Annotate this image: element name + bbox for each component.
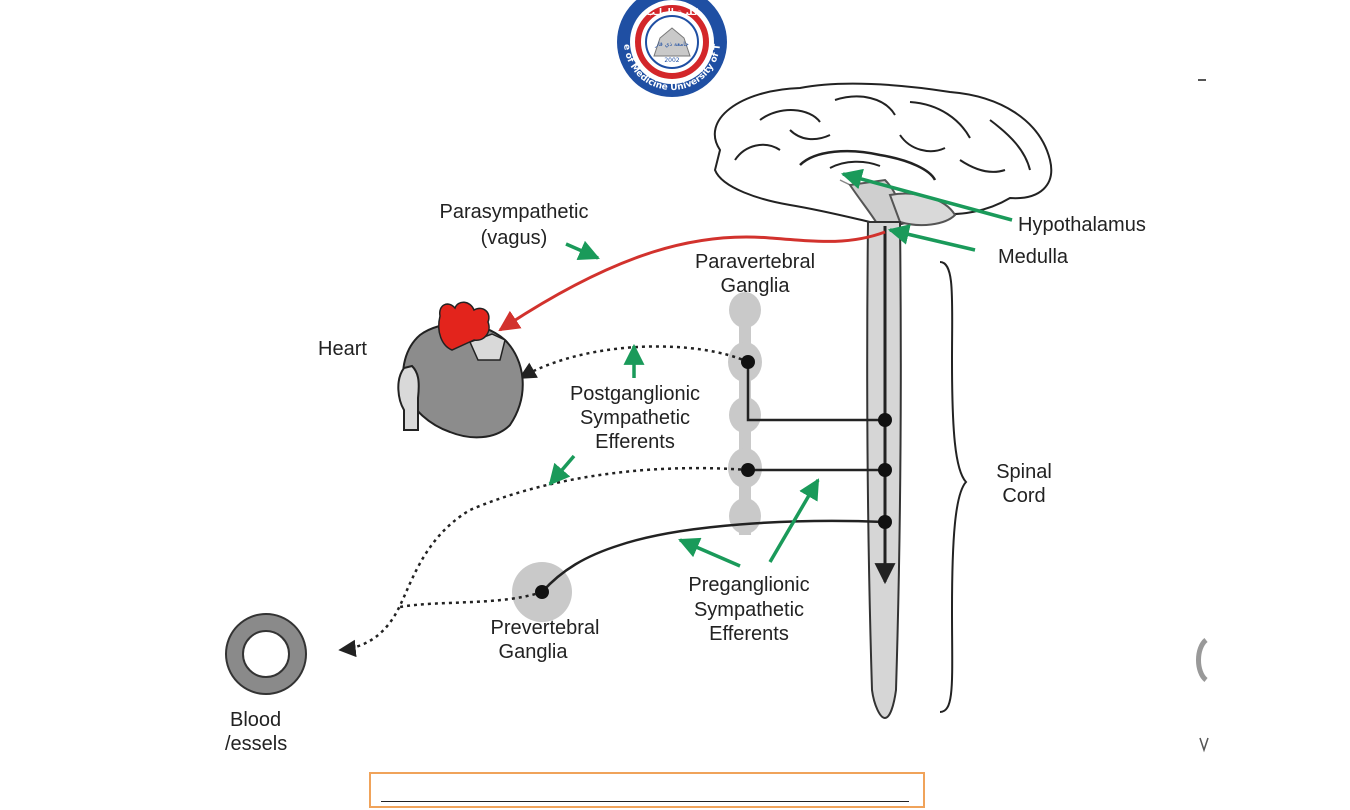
prevertebral-label-line2: Ganglia [499, 641, 569, 663]
spinal-cord-label-line2: Cord [1002, 485, 1045, 507]
preganglionic-upper-pointer-arrow [768, 478, 820, 563]
preganglionic-fiber-heart [746, 362, 885, 422]
blood-vessels-label-line1: Blood [230, 709, 281, 731]
preganglionic-label-line1: Preganglionic [688, 574, 809, 596]
postganglionic-label-line3: Efferents [595, 431, 675, 453]
logo-year: 2002 [664, 57, 679, 64]
postganglionic-label-line2: Sympathetic [580, 407, 690, 429]
blood-vessel-illustration [225, 613, 307, 695]
medulla-pointer-arrow [887, 224, 976, 252]
paravertebral-label-line1: Paravertebral [695, 251, 815, 273]
postganglionic-fiber-vessels [338, 466, 749, 658]
blood-vessels-label-line2: /essels [225, 733, 287, 755]
medulla-label: Medulla [998, 246, 1069, 268]
ganglion-synapse-nodes [535, 355, 755, 599]
hypothalamus-label: Hypothalamus [1018, 214, 1146, 236]
preganglionic-lower-pointer-arrow [678, 537, 741, 568]
caption-box [369, 772, 925, 808]
postganglionic-vessel-pointer-arrow [548, 454, 576, 486]
college-seal-logo: كليـة الطـب College of Medicine Universi… [0, 0, 727, 97]
spinal-cord-label-line1: Spinal [996, 461, 1052, 483]
parasympathetic-label-line1: Parasympathetic [440, 201, 589, 223]
heart-illustration [397, 301, 524, 439]
caption-underline [381, 801, 909, 802]
brain-illustration [713, 82, 1053, 227]
label-pointer-arrows [548, 168, 1013, 568]
preganglionic-label-line3: Efferents [709, 623, 789, 645]
prevertebral-label-line1: Prevertebral [491, 617, 600, 639]
paravertebral-ganglion-chain [728, 292, 762, 535]
spinal-cord-brace [939, 261, 968, 713]
postganglionic-label-line1: Postganglionic [570, 383, 700, 405]
heart-label: Heart [318, 338, 367, 360]
logo-english-ring: College of Medicine University of Thi-Qa… [0, 0, 723, 93]
hypothalamus-pointer-arrow [840, 168, 1013, 222]
logo-arabic-title: كليـة الطـب [646, 8, 699, 18]
preganglionic-fiber-prevertebral [541, 519, 886, 593]
vagus-nerve-fiber [498, 230, 886, 332]
vagus-pointer-arrow [565, 240, 600, 261]
logo-inner-arabic: جامعة ذي قار [654, 41, 689, 48]
parasympathetic-label-line2: (vagus) [481, 227, 548, 249]
diagram-labels: Parasympathetic (vagus) Hypothalamus Med… [225, 201, 1146, 755]
preganglionic-fibers [541, 362, 886, 593]
cropped-figure-edge [1196, 79, 1209, 753]
preganglionic-label-line2: Sympathetic [694, 599, 804, 621]
spinal-exit-nodes [878, 413, 892, 529]
paravertebral-label-line2: Ganglia [721, 275, 791, 297]
postganglionic-fiber-prevertebral [399, 590, 543, 609]
